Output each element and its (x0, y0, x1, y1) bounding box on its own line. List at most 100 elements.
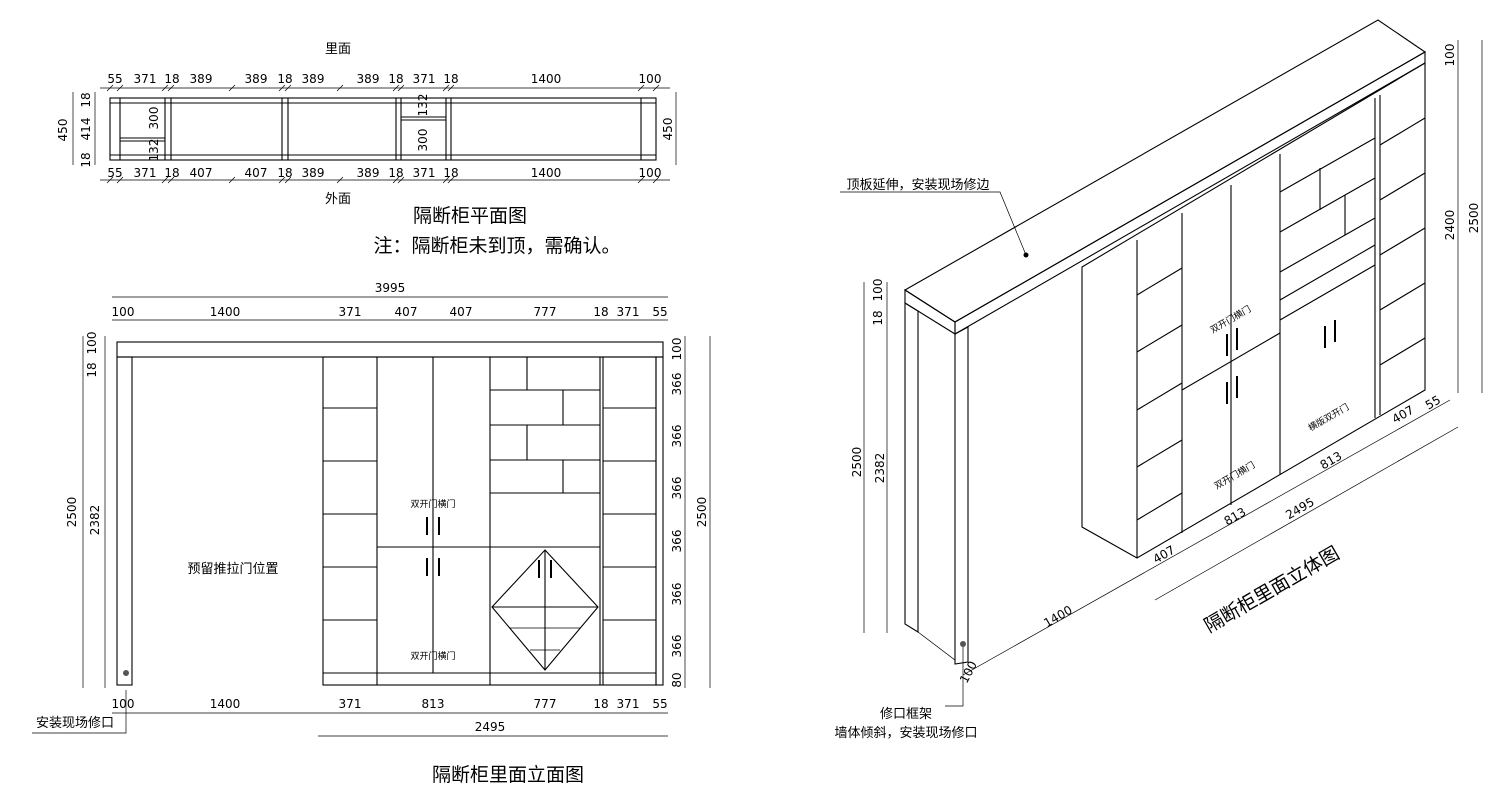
plan-top-dim: 389 (302, 72, 325, 86)
plan-top-dim: 371 (413, 72, 436, 86)
dim-tick (106, 84, 114, 92)
dim-tick (161, 84, 169, 92)
door-label-top: 双开门横门 (410, 498, 455, 510)
elevation-view: 3995 100 1400 371 407 407 777 18 371 55 (32, 281, 711, 786)
door-label-bottom: 双开门横门 (410, 650, 455, 662)
elevation-right-dim: 366 (670, 583, 684, 606)
dim-tick (442, 84, 450, 92)
elevation-left-post (116, 356, 133, 686)
iso-bottom-dim: 813 (1318, 449, 1345, 473)
plan-top-dim: 371 (134, 72, 157, 86)
plan-bottom-ticks (106, 176, 660, 184)
dim-tick (278, 84, 286, 92)
plan-bottom-dim: 1400 (531, 166, 562, 180)
elevation-cabinet-width: 2495 (475, 720, 506, 734)
plan-bottom-dim: 100 (639, 166, 662, 180)
plan-title: 隔断柜平面图 (413, 205, 527, 227)
iso-bottom-dim: 2495 (1283, 495, 1316, 522)
dim-tick (652, 176, 660, 184)
iso-cabinet (1081, 62, 1426, 559)
elevation-top-board (116, 341, 664, 358)
plan-bottom-dim: 407 (190, 166, 213, 180)
plan-bottom-dim: 371 (134, 166, 157, 180)
dim-tick (392, 84, 400, 92)
elevation-bottom-dim: 777 (534, 697, 557, 711)
plan-left-dim: 414 (79, 118, 93, 141)
elevation-right-dim: 366 (670, 373, 684, 396)
iso-top-note: 顶板延伸，安装现场修边 (846, 178, 989, 193)
plan-top-dim: 389 (357, 72, 380, 86)
dim-tick (652, 84, 660, 92)
iso-title: 隔断柜里面立体图 (1201, 542, 1344, 637)
dim-tick (336, 84, 344, 92)
plan-bottom-dim: 407 (245, 166, 268, 180)
elevation-left-dim: 2382 (88, 505, 102, 536)
dim-tick (116, 176, 124, 184)
iso-display-shelves (1279, 137, 1376, 301)
plan-top-dim: 1400 (531, 72, 562, 86)
iso-bottom-dim: 55 (1423, 393, 1443, 413)
elevation-top-dim: 407 (395, 305, 418, 319)
elevation-left-dim: 100 (85, 332, 99, 355)
plan-top-ticks (106, 84, 660, 92)
elevation-bottom-dim: 18 (593, 697, 608, 711)
plan-bottom-dim: 389 (302, 166, 325, 180)
dim-tick (106, 176, 114, 184)
dim-tick (447, 176, 455, 184)
elevation-overall-width: 3995 (375, 281, 406, 295)
dim-tick (637, 84, 645, 92)
elevation-left-dim: 18 (85, 362, 99, 377)
elevation-bottom-dim: 371 (617, 697, 640, 711)
dim-tick (637, 176, 645, 184)
reserve-label: 预留推拉门位置 (187, 562, 278, 577)
elevation-top-dim: 777 (534, 305, 557, 319)
elevation-right-dim: 100 (670, 338, 684, 361)
plan-note: 注：隔断柜未到顶，需确认。 (373, 235, 620, 257)
elevation-bottom-dim: 813 (422, 697, 445, 711)
elevation-right-dim: 366 (670, 635, 684, 658)
elevation-right-dim: 80 (670, 672, 684, 687)
iso-bottom-dim: 407 (1390, 403, 1417, 427)
display-shelves (490, 357, 600, 548)
plan-top-dim: 389 (245, 72, 268, 86)
plan-top-dim: 18 (388, 72, 403, 86)
plan-inner-dim: 132 (416, 94, 430, 117)
iso-right-dim: 100 (1443, 44, 1457, 67)
plan-inner-dim: 300 (416, 129, 430, 152)
plan-bottom-dim: 18 (388, 166, 403, 180)
iso-bottom-dim: 1400 (1041, 603, 1074, 630)
iso-bottom-dim: 813 (1222, 505, 1249, 529)
elevation-right-dim: 366 (670, 425, 684, 448)
isometric-view: 双开门横门 双开门横门 横版双开门 顶板延伸，安装现场修边 修口框架 墙体倾斜，… (834, 19, 1483, 741)
plan-bottom-dim: 55 (107, 166, 122, 180)
elevation-top-dim: 407 (450, 305, 473, 319)
install-note: 安装现场修口 (36, 716, 114, 731)
plan-bottom-dim: 18 (164, 166, 179, 180)
elevation-right-total: 2500 (695, 497, 709, 528)
elevation-left-dim: 2500 (65, 497, 79, 528)
dim-tick (116, 84, 124, 92)
plan-inner-dim: 132 (147, 139, 161, 162)
iso-frame-note: 修口框架 (880, 707, 932, 722)
elevation-top-dim: 18 (593, 305, 608, 319)
elevation-bottom-dim: 55 (652, 697, 667, 711)
iso-wall-note: 墙体倾斜，安装现场修口 (834, 726, 977, 741)
plan-top-dim: 100 (639, 72, 662, 86)
elevation-top-dim: 55 (652, 305, 667, 319)
iso-left-post (904, 302, 919, 633)
iso-top-board (903, 19, 1427, 323)
dim-tick (228, 176, 236, 184)
iso-left-dim: 2500 (850, 447, 864, 478)
dim-tick (442, 176, 450, 184)
plan-top-dim: 55 (107, 72, 122, 86)
elevation-right-dim: 366 (670, 530, 684, 553)
iso-handles (1226, 320, 1336, 404)
dim-tick (278, 176, 286, 184)
plan-left-dim: 18 (79, 92, 93, 107)
iso-left-shelves (1136, 267, 1183, 521)
elevation-top-dim: 1400 (210, 305, 241, 319)
plan-top-dim: 389 (190, 72, 213, 86)
iso-door-label: 双开门横门 (1212, 459, 1257, 492)
plan-bottom-dim: 18 (443, 166, 458, 180)
